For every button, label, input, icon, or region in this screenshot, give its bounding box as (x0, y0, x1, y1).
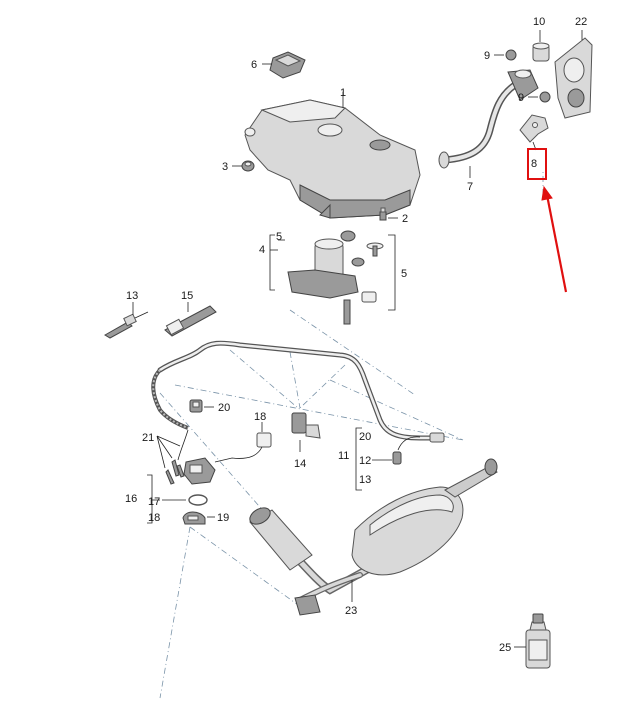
callout-11: 11 (338, 450, 349, 462)
callout-13a: 13 (126, 290, 138, 302)
part-23-muffler (249, 458, 498, 616)
part-19-clamp (182, 511, 206, 525)
callout-25: 25 (499, 642, 511, 654)
part-9-nut-a (505, 49, 517, 61)
part-1-tank (244, 99, 421, 219)
callout-3: 3 (222, 161, 228, 173)
callout-14: 14 (294, 458, 306, 470)
part-13-sensor (104, 311, 149, 339)
callout-21: 21 (142, 432, 154, 444)
part-21-sensors (165, 429, 189, 485)
part-7-filler-hose (438, 69, 539, 169)
part-17-ring (188, 494, 208, 506)
callout-15: 15 (181, 290, 193, 302)
part-10-cap (532, 42, 550, 62)
callout-18b: 18 (148, 512, 160, 524)
part-5-pump (287, 230, 384, 325)
callout-5a: 5 (276, 231, 282, 243)
callout-8: 8 (531, 158, 537, 170)
callout-23: 23 (345, 605, 357, 617)
callout-9b: 9 (518, 92, 524, 104)
highlight-box-8 (527, 148, 547, 180)
callout-2: 2 (402, 213, 408, 225)
part-3-nut (241, 160, 255, 172)
callout-20b: 20 (359, 431, 371, 443)
part-25-bottle (525, 613, 551, 669)
part-22-filler-housing (554, 37, 593, 119)
callout-9a: 9 (484, 50, 490, 62)
part-6-connector (269, 51, 306, 79)
callout-18a: 18 (254, 411, 266, 423)
callout-19: 19 (217, 512, 229, 524)
callout-13b: 13 (359, 474, 371, 486)
part-9-nut-b (539, 91, 551, 103)
callout-4: 4 (259, 244, 265, 256)
callout-10: 10 (533, 16, 545, 28)
callout-1: 1 (340, 87, 346, 99)
part-12-sensor (392, 436, 421, 465)
exhaust-line-run (151, 340, 445, 443)
callout-12: 12 (359, 455, 371, 467)
part-14-holder (291, 412, 321, 439)
part-15-sensor (164, 305, 217, 337)
callout-16: 16 (125, 493, 137, 505)
callout-5b: 5 (401, 268, 407, 280)
callout-22: 22 (575, 16, 587, 28)
part-8-bracket (519, 114, 549, 143)
part-20-clip-a (189, 399, 203, 413)
red-arrow (541, 185, 568, 293)
part-18-connector (214, 432, 272, 463)
callout-17: 17 (148, 496, 160, 508)
part-16-unit (183, 457, 216, 485)
assembly-lines (159, 170, 544, 699)
part-2-bolt (379, 207, 387, 221)
callout-20a: 20 (218, 402, 230, 414)
callout-7: 7 (467, 181, 473, 193)
callout-6: 6 (251, 59, 257, 71)
